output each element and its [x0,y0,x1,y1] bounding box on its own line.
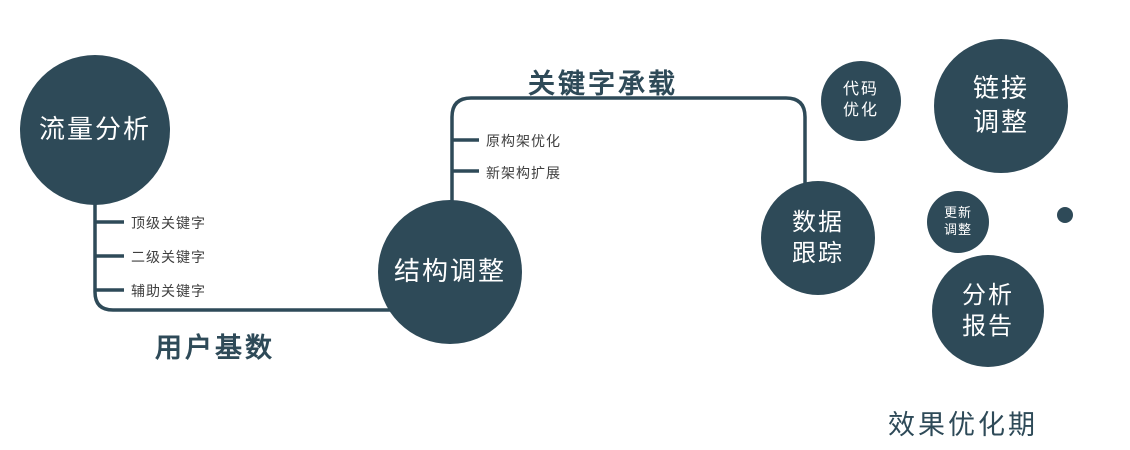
node-code-optimization-label-line2: 优化 [842,102,879,119]
node-link-adjustment-label-line2: 调整 [972,107,1029,137]
node-traffic-analysis-label: 流量分析 [38,114,151,145]
branch-label-top-keywords: 顶级关键字 [131,215,206,231]
node-update-adjustment-label-line2: 调整 [943,222,972,237]
node-analysis-report-label-line1: 分析 [962,281,1014,309]
branch-label-auxiliary-keywords: 辅助关键字 [131,283,206,299]
small-dot-marker [1057,207,1073,223]
branch-label-original-architecture: 原构架优化 [486,133,561,149]
node-structure-adjustment-label: 结构调整 [393,256,506,287]
branch-label-new-architecture: 新架构扩展 [486,165,561,181]
edge-label-user-base: 用户基数 [155,333,275,363]
node-code-optimization: 代码 优化 [821,61,901,141]
edge-label-keyword-carry: 关键字承载 [528,69,678,99]
node-analysis-report-label-line2: 报告 [962,313,1014,340]
edge-structure-to-tracking [450,96,807,204]
node-structure-adjustment: 结构调整 [378,200,522,344]
node-update-adjustment: 更新 调整 [927,191,989,253]
node-data-tracking: 数据 跟踪 [761,181,875,295]
node-traffic-analysis: 流量分析 [20,55,170,205]
node-update-adjustment-label-line1: 更新 [943,205,972,221]
node-link-adjustment-label-line1: 链接 [972,73,1029,104]
caption-effect-optimization-period: 效果优化期 [888,410,1038,440]
edge-traffic-to-structure [93,200,390,312]
node-data-tracking-label-line2: 跟踪 [792,240,844,267]
node-link-adjustment: 链接 调整 [934,39,1068,173]
node-analysis-report: 分析 报告 [932,255,1044,367]
node-data-tracking-label-line1: 数据 [792,208,844,236]
branch-label-secondary-keywords: 二级关键字 [131,249,206,265]
node-code-optimization-label-line1: 代码 [842,81,879,99]
